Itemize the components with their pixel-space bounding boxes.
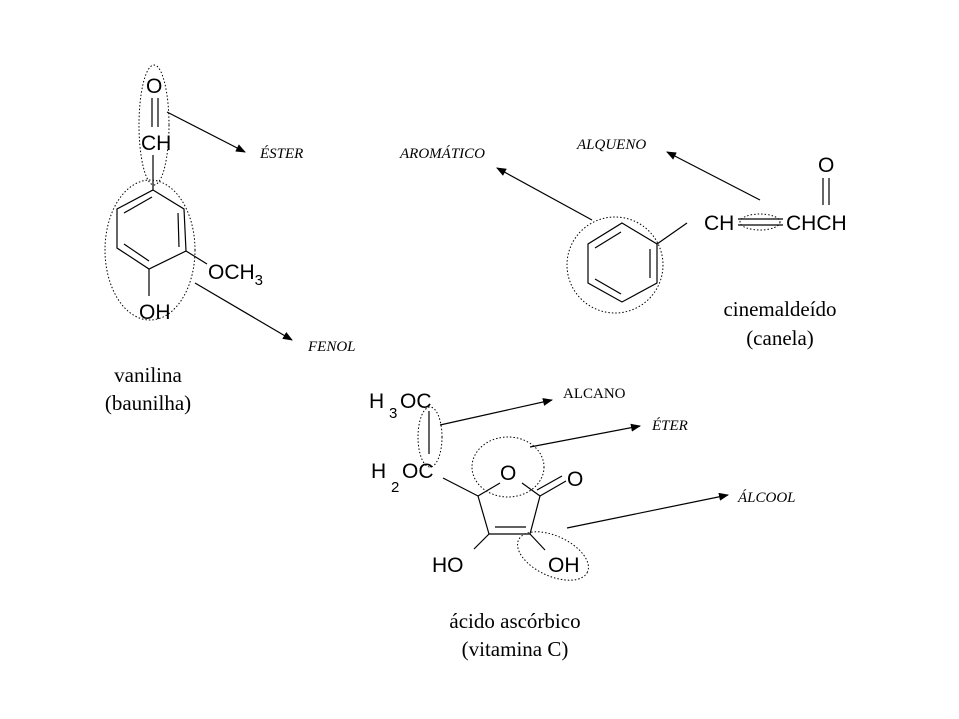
- phenol-highlight: [104, 179, 196, 321]
- arrow-ester: [166, 111, 246, 153]
- label-aromatico: AROMÁTICO: [399, 145, 485, 162]
- bond: [185, 250, 208, 265]
- cinemaldeido-structure: CH CHCH O AROMÁTICO ALQUENO cinemaldeído…: [399, 137, 847, 350]
- atom-h: H: [371, 460, 386, 483]
- compound-name: ácido ascórbico: [449, 609, 580, 633]
- atom-ho: HO: [432, 554, 464, 577]
- subscript-3: 3: [389, 405, 397, 422]
- compound-name: cinemaldeído: [723, 297, 836, 321]
- arrow-alcano: [439, 398, 553, 426]
- aromatic-highlight: [566, 216, 664, 314]
- atom-chch: CHCH: [786, 212, 847, 235]
- bond: [594, 231, 622, 249]
- label-alqueno: ALQUENO: [576, 137, 646, 153]
- carbonyl-highlight: [138, 64, 170, 186]
- arrow-fenol: [194, 282, 293, 341]
- arrow-aromatico: [496, 167, 593, 221]
- alkene-highlight: [739, 213, 781, 231]
- acido-ascorbico-structure: H 3 OC H 2 OC O O HO OH ALCANO ÉTER ÁLCO…: [369, 386, 796, 661]
- compound-common-name: (vitamina C): [462, 637, 569, 661]
- alkane-highlight: [417, 406, 443, 468]
- bond: [521, 482, 541, 497]
- compound-common-name: (baunilha): [105, 391, 191, 415]
- label-eter: ÉTER: [651, 417, 688, 434]
- atom-ch: CH: [141, 132, 171, 155]
- bond: [442, 477, 479, 497]
- bond: [529, 533, 546, 551]
- bond: [594, 278, 622, 295]
- atom-o-ring: O: [500, 462, 516, 485]
- bond: [539, 480, 567, 497]
- bond: [473, 533, 490, 550]
- atom-och3: OCH3: [208, 261, 263, 289]
- atom-o: O: [146, 75, 162, 98]
- atom-h: H: [369, 390, 384, 413]
- bond: [123, 243, 150, 262]
- bond: [529, 495, 541, 535]
- bond: [477, 495, 490, 535]
- subscript-2: 2: [391, 479, 399, 496]
- atom-ch: CH: [704, 212, 734, 235]
- atom-oc: OC: [400, 390, 432, 413]
- vanilina-structure: O CH OCH3 OH ÉSTER FENOL vanilina (bauni…: [104, 64, 356, 415]
- bond: [656, 222, 688, 245]
- compound-common-name: (canela): [746, 326, 814, 350]
- atom-o-keto: O: [567, 468, 583, 491]
- bond: [177, 212, 180, 248]
- label-ester: ÉSTER: [259, 145, 303, 162]
- compound-name: vanilina: [114, 363, 182, 387]
- benzene-ring: [116, 189, 187, 270]
- atom-o: O: [818, 154, 834, 177]
- alcohol-highlight: [517, 531, 589, 581]
- arrow-alqueno: [666, 151, 761, 201]
- bond: [477, 482, 501, 497]
- label-alcool: ÁLCOOL: [737, 489, 796, 506]
- arrow-eter: [529, 423, 641, 448]
- label-alcano: ALCANO: [563, 386, 626, 402]
- ether-highlight: [471, 436, 545, 498]
- bond: [123, 196, 153, 214]
- benzene-ring: [587, 222, 658, 303]
- bond: [536, 475, 563, 491]
- label-fenol: FENOL: [307, 339, 356, 355]
- atom-oh: OH: [139, 301, 171, 324]
- atom-oh: OH: [548, 554, 580, 577]
- arrow-alcool: [566, 492, 729, 529]
- atom-oc: OC: [402, 460, 434, 483]
